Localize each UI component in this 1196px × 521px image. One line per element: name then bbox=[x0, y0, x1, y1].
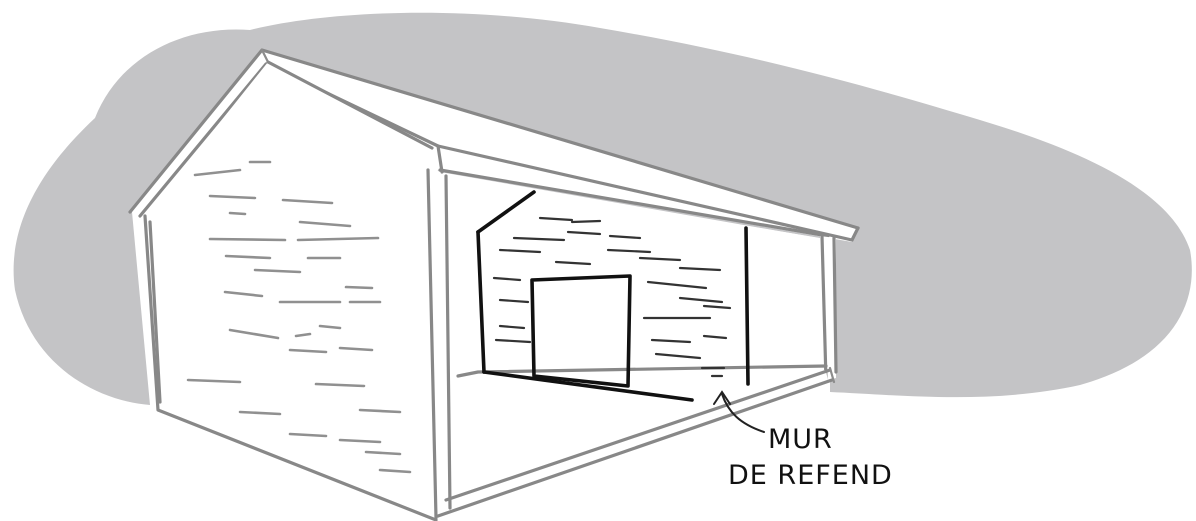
partition-wall bbox=[746, 228, 748, 384]
annotation-label-line1: MUR bbox=[768, 424, 833, 455]
annotation-label-line2: DE REFEND bbox=[728, 460, 893, 491]
